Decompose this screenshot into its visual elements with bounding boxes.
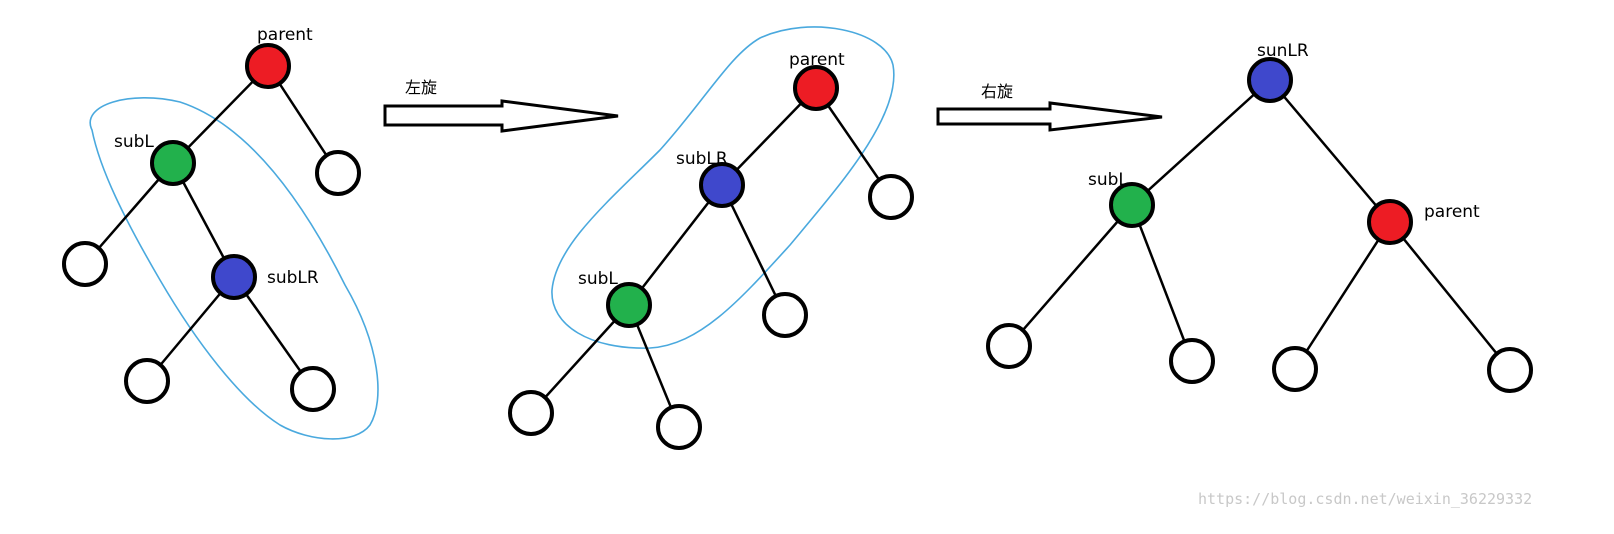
arrow-icon: [383, 99, 619, 133]
parent-label: parent: [789, 50, 845, 70]
tree-after-right-rotation: sunLR subL parent: [986, 41, 1533, 393]
parent-label: parent: [257, 25, 313, 45]
leaf-node: [656, 404, 702, 450]
parent-node: [793, 65, 839, 111]
highlight-lasso: [551, 26, 895, 349]
sunLR-root-node: [1247, 57, 1293, 103]
edge: [1008, 204, 1133, 347]
leaf-node: [1272, 346, 1318, 392]
edge: [720, 184, 787, 316]
right-rotation-arrow: 右旋: [936, 82, 1163, 132]
parent-node: [1367, 199, 1413, 245]
edge: [1269, 79, 1391, 223]
subLR-label: subLR: [676, 149, 728, 169]
watermark-url: https://blog.csdn.net/weixin_36229332: [1198, 490, 1532, 508]
leaf-node: [508, 390, 554, 436]
subL-node: [150, 140, 196, 186]
leaf-node: [124, 358, 170, 404]
subL-node: [606, 282, 652, 328]
right-rotation-label: 右旋: [981, 82, 1013, 101]
subL-label: subL: [114, 132, 154, 152]
subL-node: [1109, 182, 1155, 228]
tree-before-left-rotation: parent subL subLR: [62, 25, 379, 440]
edge: [1130, 204, 1194, 362]
leaf-node: [1169, 338, 1215, 384]
subLR-node: [699, 162, 745, 208]
subLR-label: subLR: [267, 268, 319, 288]
subLR-node: [211, 254, 257, 300]
edge: [628, 184, 723, 306]
sunLR-label: sunLR: [1257, 41, 1309, 61]
leaf-node: [62, 241, 108, 287]
tree-after-left-rotation: parent subLR subL: [508, 26, 914, 450]
leaf-node: [868, 174, 914, 220]
edge: [1293, 221, 1392, 370]
left-rotation-arrow: 左旋: [383, 78, 619, 133]
parent-node: [245, 43, 291, 89]
arrow-icon: [936, 101, 1163, 132]
highlight-lasso: [89, 96, 379, 440]
leaf-node: [290, 366, 336, 412]
edge: [1389, 221, 1511, 371]
left-rotation-label: 左旋: [405, 78, 437, 97]
edge: [1131, 79, 1271, 206]
leaf-node: [986, 323, 1032, 369]
subL-label: subL: [578, 269, 618, 289]
leaf-node: [1487, 347, 1533, 393]
edge: [530, 304, 630, 414]
leaf-node: [315, 150, 361, 196]
leaf-node: [762, 292, 808, 338]
parent-label: parent: [1424, 202, 1480, 222]
subL-label: subL: [1088, 170, 1128, 190]
